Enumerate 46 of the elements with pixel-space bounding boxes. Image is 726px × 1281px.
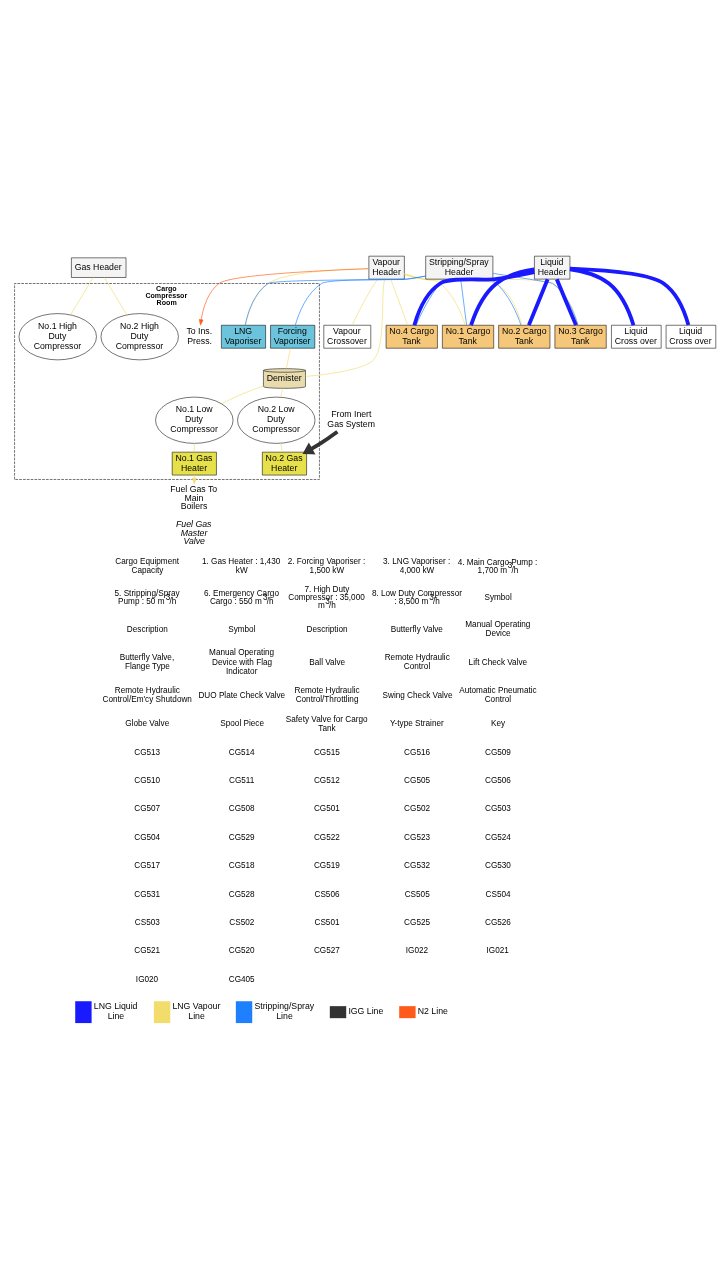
node-box: LNG Vaporiser [221, 324, 266, 348]
node-box: Forcing Vaporiser [270, 324, 316, 348]
connector [221, 385, 264, 404]
legend-label: Stripping/Spray Line [254, 1000, 315, 1021]
connector [70, 276, 94, 315]
node-box: Liquid Header [534, 255, 571, 279]
connector [569, 266, 691, 326]
legend-label: IGG Line [348, 1005, 384, 1016]
node-box: No.4 Cargo Tank [385, 324, 438, 348]
node-box: Liquid Cross over [665, 324, 717, 348]
connector [280, 387, 283, 397]
node-ellipse: No.1 High Duty Compressor [18, 312, 97, 360]
node-box: No.3 Cargo Tank [554, 324, 607, 348]
legend-label: LNG Vapour Line [172, 1000, 221, 1021]
connector [555, 278, 578, 326]
node-box: No.1 Cargo Tank [442, 324, 494, 348]
connector [469, 267, 535, 326]
node-box: No.1 Gas Heater [171, 451, 217, 475]
connector [351, 278, 378, 325]
node-box: Gas Header [71, 257, 127, 278]
connector [490, 278, 522, 325]
node-text: To Ins. Press. [186, 325, 213, 346]
node-ellipse: No.1 Low Duty Compressor [155, 396, 234, 444]
node-ellipse: No.2 Low Duty Compressor [237, 396, 316, 444]
connector [286, 347, 291, 369]
connector [104, 276, 128, 315]
node-box: Stripping/Spray Header [425, 255, 494, 279]
connector [305, 278, 385, 377]
node-box: Liquid Cross over [611, 324, 662, 348]
connector [194, 442, 195, 452]
arrow [192, 474, 197, 484]
legend-label: N2 Line [417, 1005, 448, 1016]
node-box: Vapour Header [368, 255, 405, 279]
node-box: No.2 Gas Heater [262, 451, 307, 475]
legend-label: LNG Liquid Line [93, 1000, 138, 1021]
node-label: Fuel Gas Master Valve [176, 518, 212, 546]
node-text: From Inert Gas System [327, 408, 375, 429]
arrow [302, 429, 339, 454]
connector [244, 275, 426, 325]
connector [280, 442, 283, 452]
node-box: Vapour Crossover [323, 324, 372, 348]
node-ellipse: No.2 High Duty Compressor [100, 312, 179, 360]
connector [390, 278, 408, 325]
node-box: No.2 Cargo Tank [498, 324, 551, 348]
node-text: Fuel Gas To Main Boilers [170, 483, 218, 511]
connector [527, 278, 550, 326]
